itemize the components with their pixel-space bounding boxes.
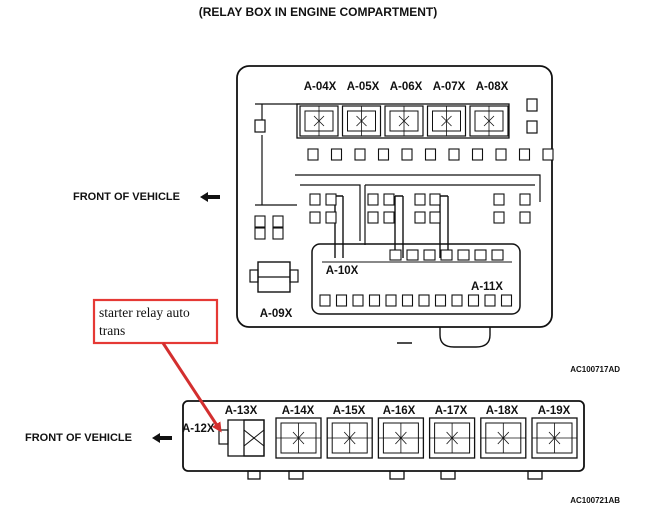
relay-label-a05x: A-05X (347, 81, 380, 93)
relay-body-a-06x (384, 105, 424, 137)
callout-arrow-icon (161, 342, 222, 433)
front-arrow-upper-icon (200, 192, 220, 202)
relay-label-a12x: A-12X (182, 423, 215, 435)
front-of-vehicle-label-upper: FRONT OF VEHICLE (73, 191, 180, 203)
relay-body-a-14x (275, 417, 322, 459)
relay-body-a-08x (469, 105, 509, 137)
callout-box (92, 298, 219, 345)
relay-label-a16x: A-16X (383, 405, 416, 417)
diagram-title: (RELAY BOX IN ENGINE COMPARTMENT) (199, 5, 437, 19)
figure-code-lower: AC100721AB (570, 496, 620, 505)
lower-relay-row (275, 417, 578, 459)
callout-text-line2: trans (99, 323, 125, 338)
callout-text-line1: starter relay auto (99, 305, 190, 320)
relay-label-a06x: A-06X (390, 81, 423, 93)
relay-label-a15x: A-15X (333, 405, 366, 417)
relay-body-a-19x (531, 417, 578, 459)
front-arrow-lower-icon (152, 433, 172, 443)
relay-label-a09x: A-09X (260, 308, 293, 320)
relay-label-a17x: A-17X (435, 405, 468, 417)
front-of-vehicle-label-lower: FRONT OF VEHICLE (25, 432, 132, 444)
relay-label-a18x: A-18X (486, 405, 519, 417)
figure-code-upper: AC100717AD (570, 365, 620, 374)
relay-label-a19x: A-19X (538, 405, 571, 417)
upper-relay-box (236, 65, 553, 348)
relay-label-a10x: A-10X (326, 265, 359, 277)
relay-body-a-04x (299, 105, 339, 137)
relay-label-a13x: A-13X (225, 405, 258, 417)
relay-label-a04x: A-04X (304, 81, 337, 93)
relay-label-a08x: A-08X (476, 81, 509, 93)
relay-body-a-15x (326, 417, 373, 459)
relay-body-a-07x (426, 105, 467, 137)
relay-body-a-18x (480, 417, 527, 459)
relay-label-a11x: A-11X (471, 281, 503, 293)
relay-body-a-05x (341, 105, 382, 137)
relay-label-a07x: A-07X (433, 81, 466, 93)
lower-relay-box (182, 400, 585, 480)
upper-connector-pins (254, 148, 554, 307)
relay-body-a-16x (377, 417, 425, 459)
relay-body-a-17x (428, 417, 476, 459)
relay-label-a14x: A-14X (282, 405, 315, 417)
